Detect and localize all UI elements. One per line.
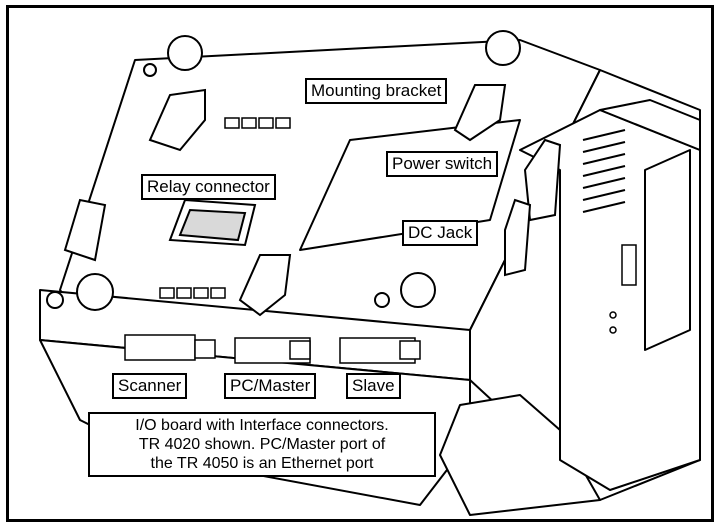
bracket-top-right: [453, 84, 507, 142]
knob-top-right: [485, 30, 521, 66]
label-mounting-bracket: Mounting bracket: [305, 78, 448, 104]
knob-bottom-left: [76, 273, 114, 311]
io-board-line-2: TR 4020 shown. PC/Master port of: [138, 436, 386, 453]
label-pc-master: PC/Master: [224, 373, 317, 399]
label-power-switch: Power switch: [386, 151, 499, 177]
port-scanner: [124, 334, 196, 361]
knob-bottom-right: [400, 272, 436, 308]
label-io-board: I/O board with Interface connectors. TR …: [88, 412, 436, 477]
left-side-connector: [63, 198, 107, 262]
label-slave: Slave: [346, 373, 401, 399]
label-scanner: Scanner: [112, 373, 188, 399]
device-base-lip: [439, 394, 601, 516]
side-panel-inner: [644, 149, 691, 351]
io-board-line-1: I/O board with Interface connectors.: [135, 417, 389, 434]
io-board-line-3: the TR 4050 is an Ethernet port: [150, 455, 374, 472]
label-relay-connector: Relay connector: [141, 174, 276, 200]
side-module-face: [599, 99, 701, 151]
knob-top-left: [167, 35, 203, 71]
bracket-top-left: [148, 88, 206, 152]
dc-jack-body: [504, 198, 532, 277]
bracket-center: [238, 254, 292, 317]
label-dc-jack: DC Jack: [402, 220, 479, 246]
